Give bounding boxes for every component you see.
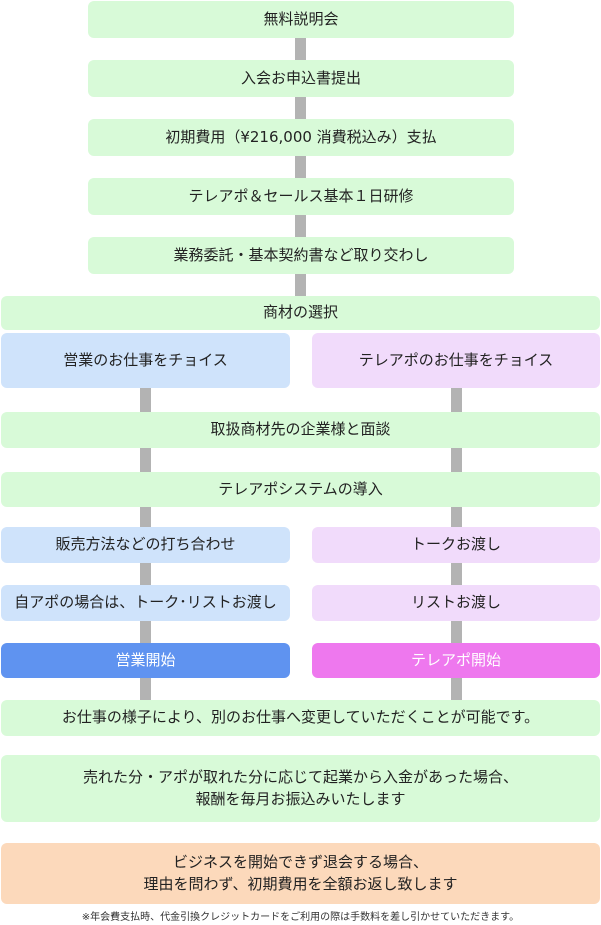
step-label: 営業開始: [115, 650, 176, 669]
connector-teleapo: [451, 507, 462, 527]
step-product-selection: 商材の選択: [1, 296, 600, 330]
teleapo-choice: テレアポのお仕事をチョイス: [312, 333, 600, 388]
step-label-line: 売れた分・アポが取れた分に応じて起業から入金があった場合、: [82, 767, 518, 786]
step-label: お仕事の様子により、別のお仕事へ変更していただくことが可能です。: [61, 708, 540, 727]
step-label-line: ビジネスを開始できず退会する場合、: [172, 852, 428, 871]
step-label: リストお渡し: [410, 593, 501, 612]
step-job-change: お仕事の様子により、別のお仕事へ変更していただくことが可能です。: [1, 700, 600, 736]
teleapo-start: テレアポ開始: [312, 643, 600, 678]
step-label: 取扱商材先の企業様と面談: [210, 420, 391, 439]
step-label: 営業のお仕事をチョイス: [63, 350, 228, 369]
connector-teleapo: [451, 621, 462, 643]
step-application: 入会お申込書提出: [88, 60, 514, 97]
connector: [295, 156, 306, 178]
step-label: 販売方法などの打ち合わせ: [55, 535, 236, 554]
teleapo-step-list: リストお渡し: [312, 585, 600, 621]
step-label: 業務委託・基本契約書など取り交わし: [173, 245, 429, 264]
connector-sales: [140, 678, 151, 700]
connector-teleapo: [451, 678, 462, 700]
connector: [295, 215, 306, 237]
sales-step-meeting: 販売方法などの打ち合わせ: [1, 527, 290, 563]
sales-start: 営業開始: [1, 643, 290, 678]
connector-sales: [140, 388, 151, 412]
connector: [295, 97, 306, 119]
connector: [295, 274, 306, 296]
step-initial-payment: 初期費用（¥216,000 消費税込み）支払: [88, 119, 514, 156]
step-training: テレアポ＆セールス基本１日研修: [88, 178, 514, 215]
step-label: 商材の選択: [262, 303, 338, 322]
connector-teleapo: [451, 448, 462, 472]
teleapo-step-talk: トークお渡し: [312, 527, 600, 563]
connector-sales: [140, 621, 151, 643]
step-label-line: 報酬を毎月お振込みいたします: [195, 789, 406, 808]
connector-sales: [140, 448, 151, 472]
step-label: 自アポの場合は、トーク･リストお渡し: [14, 593, 277, 612]
connector: [295, 38, 306, 60]
step-label-line: 理由を問わず、初期費用を全額お返し致します: [143, 874, 458, 893]
step-label: テレアポシステムの導入: [218, 479, 383, 498]
step-label: テレアポのお仕事をチョイス: [358, 350, 554, 369]
step-label: 初期費用（¥216,000 消費税込み）支払: [165, 127, 437, 146]
step-system-introduction: テレアポシステムの導入: [1, 472, 600, 507]
connector-sales: [140, 507, 151, 527]
step-contract: 業務委託・基本契約書など取り交わし: [88, 237, 514, 274]
sales-choice: 営業のお仕事をチョイス: [1, 333, 290, 388]
step-label: テレアポ開始: [410, 650, 501, 669]
connector-teleapo: [451, 563, 462, 585]
step-label: トークお渡し: [410, 535, 501, 554]
sales-step-list: 自アポの場合は、トーク･リストお渡し: [1, 585, 290, 621]
step-monthly-payment: 売れた分・アポが取れた分に応じて起業から入金があった場合、 報酬を毎月お振込みい…: [1, 755, 600, 822]
footnote: ※年会費支払時、代金引換クレジットカードをご利用の際は手数料を差し引かせていただ…: [81, 912, 520, 923]
step-client-meeting: 取扱商材先の企業様と面談: [1, 412, 600, 448]
connector-sales: [140, 563, 151, 585]
step-label: テレアポ＆セールス基本１日研修: [188, 186, 414, 205]
step-refund: ビジネスを開始できず退会する場合、 理由を問わず、初期費用を全額お返し致します: [1, 843, 600, 904]
connector-teleapo: [451, 388, 462, 412]
step-label: 無料説明会: [263, 9, 339, 28]
step-label: 入会お申込書提出: [240, 68, 361, 87]
step-free-seminar: 無料説明会: [88, 1, 514, 38]
